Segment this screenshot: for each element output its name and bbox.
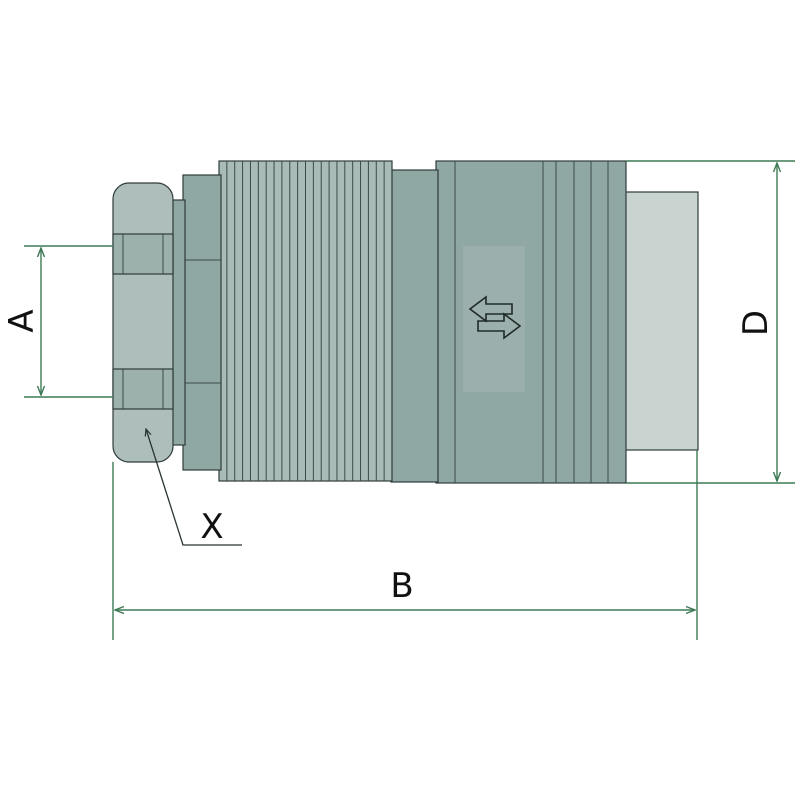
callout-x-label: X xyxy=(200,507,223,547)
callout-x: X xyxy=(146,429,242,547)
knurled-ring xyxy=(218,160,393,482)
dimension-b: B xyxy=(112,450,698,640)
dimension-d-label: D xyxy=(736,310,776,336)
hex-body xyxy=(182,174,222,471)
dimension-a: A xyxy=(2,245,113,398)
small-collar xyxy=(171,199,186,446)
end-face xyxy=(621,191,699,451)
dimension-b-label: B xyxy=(390,566,413,606)
arrow-panel xyxy=(463,246,525,392)
middle-collar xyxy=(390,169,439,483)
union-nut xyxy=(112,182,174,463)
bidirectional-arrow-icon xyxy=(468,295,522,340)
dimension-a-label: A xyxy=(2,309,42,332)
dimension-d: D xyxy=(626,160,795,484)
